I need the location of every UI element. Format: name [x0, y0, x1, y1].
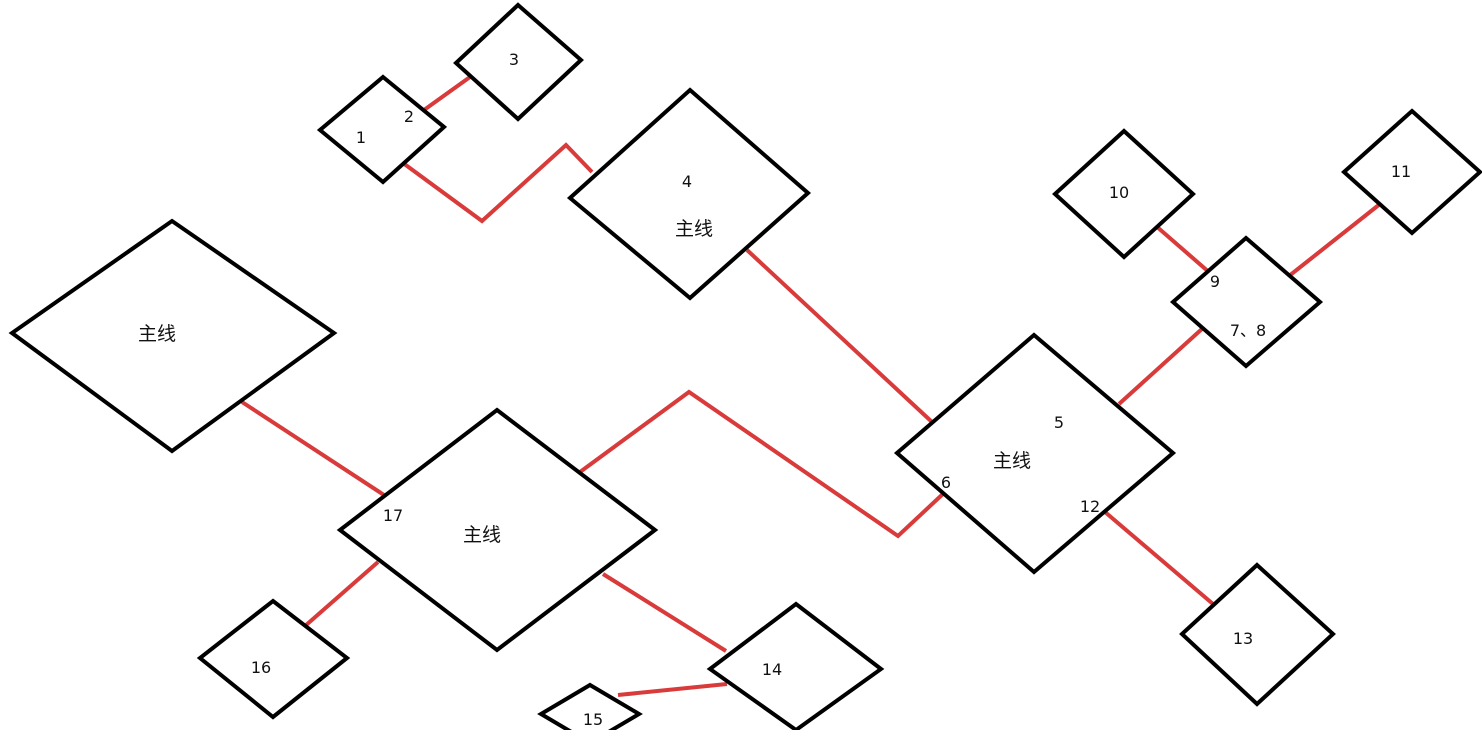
connector-17-16 [303, 560, 380, 628]
connector-lines [240, 75, 1382, 697]
label-14: 14 [762, 660, 782, 679]
label-10: 10 [1109, 183, 1129, 202]
label-16: 16 [251, 658, 271, 677]
label-5: 5 [1054, 413, 1064, 432]
label-mainline-left: 主线 [138, 323, 176, 345]
label-13: 13 [1233, 629, 1253, 648]
node-14[interactable] [706, 601, 885, 730]
label-2: 2 [404, 107, 414, 126]
label-15: 15 [583, 710, 603, 729]
connector-10-9 [1154, 224, 1212, 275]
label-1: 1 [356, 128, 366, 147]
node-11[interactable] [1341, 108, 1482, 236]
label-9: 9 [1210, 272, 1220, 291]
connector-left-main-17 [240, 400, 386, 497]
label-12: 12 [1080, 497, 1100, 516]
connector-14-15 [617, 682, 728, 697]
node-4-mainline[interactable] [566, 87, 812, 301]
node-13[interactable] [1179, 562, 1336, 707]
diamond-nodes [8, 2, 1482, 730]
connector-17-14 [601, 572, 728, 653]
node-labels: 1 2 3 4 主线 5 主线 6 12 7、8 9 10 11 13 主线 1… [138, 50, 1411, 729]
label-3: 3 [509, 50, 519, 69]
node-17-mainline[interactable] [336, 407, 659, 653]
label-4: 4 [682, 172, 692, 191]
connector-5-7-8 [1117, 326, 1205, 406]
label-7-8: 7、8 [1230, 321, 1266, 340]
connector-11-node [1287, 202, 1382, 278]
label-11: 11 [1391, 162, 1411, 181]
connector-4-5 [745, 248, 934, 424]
label-6: 6 [941, 473, 951, 492]
node-15[interactable] [537, 682, 643, 730]
label-17: 17 [383, 506, 403, 525]
node-5-mainline[interactable] [893, 332, 1177, 575]
label-mainline-4: 主线 [675, 218, 713, 240]
connector-1-4 [401, 142, 594, 224]
label-mainline-17: 主线 [463, 524, 501, 546]
connector-12-13 [1103, 510, 1215, 606]
node-1-2[interactable] [316, 74, 448, 185]
label-mainline-5: 主线 [993, 450, 1031, 472]
node-16[interactable] [196, 598, 351, 720]
node-10[interactable] [1052, 128, 1196, 260]
connector-2-3 [422, 75, 472, 112]
node-left-mainline[interactable] [8, 218, 338, 454]
connector-6-main-17 [578, 389, 947, 539]
node-7-8[interactable] [1169, 235, 1324, 369]
node-3[interactable] [453, 2, 584, 122]
